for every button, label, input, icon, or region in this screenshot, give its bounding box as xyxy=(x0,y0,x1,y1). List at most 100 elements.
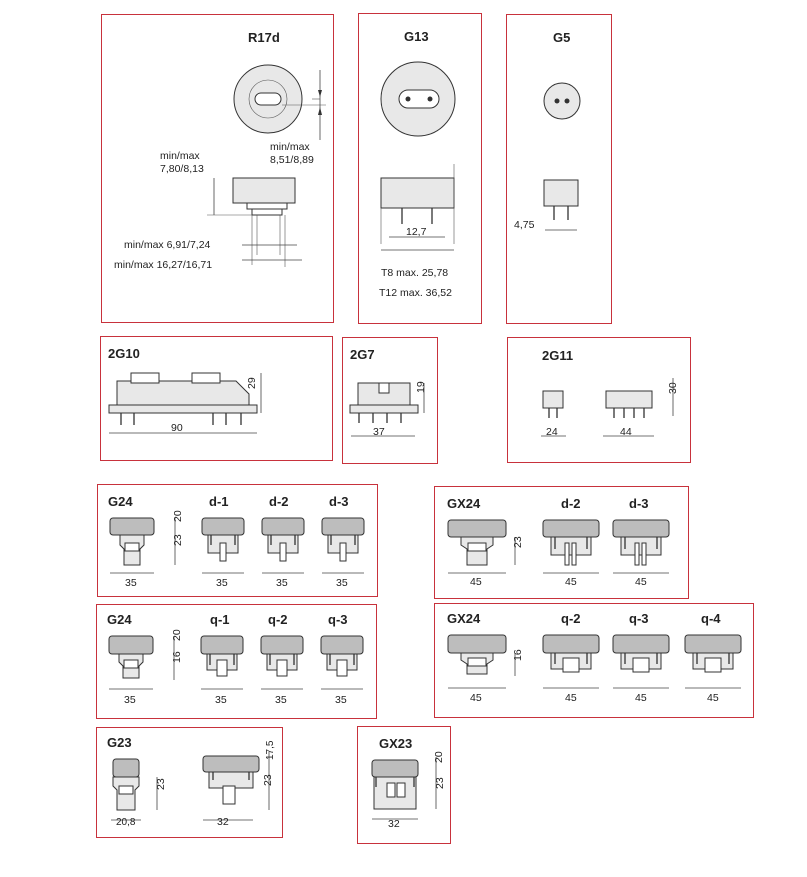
gx24-q2-drawing: 45 xyxy=(542,634,600,704)
2g10-drawing: 2G10 90 29 xyxy=(108,346,262,434)
r17d-drawing: R17d min/max 8,51/8,89 min/max 7,80/8,13… xyxy=(114,30,326,271)
gx24-d-variant-1: d-2 xyxy=(561,496,581,511)
g13-t12: T12 max. 36,52 xyxy=(379,287,452,299)
2g11-w2: 44 xyxy=(620,426,632,438)
gx24-q3-drawing: 45 xyxy=(612,634,670,704)
g24-d1-drawing: 35 xyxy=(201,517,245,589)
g24-q3-w: 35 xyxy=(335,694,347,706)
panel-g5: G5 4,75 xyxy=(506,14,612,324)
gx24-q4-drawing: 45 xyxy=(684,634,742,704)
gx24-q4-w: 45 xyxy=(707,692,719,704)
g24-d3-w: 35 xyxy=(336,577,348,589)
g24-q-h2: 16 xyxy=(171,651,183,663)
g24-q-w: 35 xyxy=(124,694,136,706)
gx24-d-variant-2: d-3 xyxy=(629,496,649,511)
gx23-title: GX23 xyxy=(379,736,412,751)
g24-d-variant-2: d-2 xyxy=(269,494,289,509)
g24-q1-drawing: 35 xyxy=(200,635,244,706)
gx23-h1: 20 xyxy=(433,751,445,763)
g5-drawing: G5 4,75 xyxy=(514,30,581,231)
2g7-h: 19 xyxy=(415,381,427,393)
r17d-minmax-2-label: min/max xyxy=(270,141,310,153)
r17d-dim-a: min/max 6,91/7,24 xyxy=(124,239,211,251)
gx24-q-h: 16 xyxy=(512,649,524,661)
gx24-d2-w: 45 xyxy=(565,576,577,588)
gx24-q-title: GX24 xyxy=(447,611,481,626)
g23-h1: 23 xyxy=(155,778,167,790)
r17d-minmax-1-label: min/max xyxy=(160,150,200,162)
2g11-title: 2G11 xyxy=(542,348,573,363)
2g10-h: 29 xyxy=(246,377,258,389)
gx24-d-drawing: GX24 d-2 d-3 23 45 45 45 xyxy=(447,496,670,588)
2g10-w: 90 xyxy=(171,422,183,434)
r17d-title: R17d xyxy=(248,30,280,45)
g23-w1: 20,8 xyxy=(116,817,136,828)
gx23-drawing: GX23 20 23 32 xyxy=(371,736,446,830)
2g11-w1: 24 xyxy=(546,426,558,438)
gx24-d2-drawing: 45 xyxy=(542,519,600,588)
g24-d2-w: 35 xyxy=(276,577,288,589)
panel-g24-d: G24 d-1 d-2 d-3 20 23 35 35 35 xyxy=(97,484,378,597)
g13-title: G13 xyxy=(404,29,429,44)
g24-q-variant-2: q-2 xyxy=(268,612,288,627)
panel-gx24-q: GX24 q-2 q-3 q-4 16 45 45 45 xyxy=(434,603,754,718)
g24-d2-drawing: 35 xyxy=(261,517,305,589)
g24-d-w: 35 xyxy=(125,577,137,589)
gx24-d3-drawing: 45 xyxy=(612,519,670,588)
r17d-side-view xyxy=(232,177,296,204)
g23-drawing: G23 23 20,8 17,5 23 32 xyxy=(107,735,276,828)
gx24-q-drawing: GX24 q-2 q-3 q-4 16 45 45 45 xyxy=(447,611,742,704)
g24-q3-drawing: 35 xyxy=(320,635,364,706)
panel-gx24-d: GX24 d-2 d-3 23 45 45 45 xyxy=(434,486,689,599)
g13-dim: 12,7 xyxy=(406,226,427,238)
g24-q2-w: 35 xyxy=(275,694,287,706)
g23-w2: 32 xyxy=(217,816,229,828)
panel-2g7: 2G7 37 19 xyxy=(342,337,438,464)
gx24-q3-w: 45 xyxy=(635,692,647,704)
gx24-d-title: GX24 xyxy=(447,496,481,511)
panel-gx23: GX23 20 23 32 xyxy=(357,726,451,844)
gx24-d3-w: 45 xyxy=(635,576,647,588)
g23-h3: 23 xyxy=(262,774,274,786)
gx24-d-w: 45 xyxy=(470,576,482,588)
gx24-d-h: 23 xyxy=(512,536,524,548)
g23-title: G23 xyxy=(107,735,132,750)
g24-d-title: G24 xyxy=(108,494,133,509)
panel-g23: G23 23 20,8 17,5 23 32 xyxy=(96,727,283,838)
gx24-q-w: 45 xyxy=(470,692,482,704)
2g7-w: 37 xyxy=(373,426,385,438)
g24-q-variant-1: q-1 xyxy=(210,612,230,627)
g24-d1-w: 35 xyxy=(216,577,228,589)
g5-title: G5 xyxy=(553,30,570,45)
g24-q-drawing: G24 q-1 q-2 q-3 20 16 35 35 35 xyxy=(107,612,364,706)
gx23-w: 32 xyxy=(388,818,400,830)
2g7-drawing: 2G7 37 19 xyxy=(349,347,427,438)
panel-2g11: 2G11 24 44 30 xyxy=(507,337,691,463)
gx24-q-variant-3: q-4 xyxy=(701,611,721,626)
g13-drawing: G13 12,7 T8 max. 25,78 T12 max. 36,52 xyxy=(379,29,456,299)
r17d-dim-b: min/max 16,27/16,71 xyxy=(114,259,212,271)
g23-h2: 17,5 xyxy=(265,740,276,760)
2g7-title: 2G7 xyxy=(350,347,375,362)
panel-r17d: R17d min/max 8,51/8,89 min/max 7,80/8,13… xyxy=(101,14,334,323)
g24-d-variant-1: d-1 xyxy=(209,494,229,509)
panel-2g10: 2G10 90 29 xyxy=(100,336,333,461)
2g11-h: 30 xyxy=(667,382,679,394)
g24-q-variant-3: q-3 xyxy=(328,612,348,627)
gx24-q-variant-1: q-2 xyxy=(561,611,581,626)
r17d-minmax-1-value: 7,80/8,13 xyxy=(160,163,204,175)
g24-q-title: G24 xyxy=(107,612,132,627)
r17d-minmax-2-value: 8,51/8,89 xyxy=(270,154,314,166)
g5-dim: 4,75 xyxy=(514,219,535,231)
g24-d3-drawing: 35 xyxy=(321,517,365,589)
2g11-drawing: 2G11 24 44 30 xyxy=(541,348,679,438)
panel-g24-q: G24 q-1 q-2 q-3 20 16 35 35 35 xyxy=(96,604,377,719)
g13-t8: T8 max. 25,78 xyxy=(381,267,448,279)
g24-d-h2: 23 xyxy=(172,534,184,546)
gx24-q2-w: 45 xyxy=(565,692,577,704)
2g10-title: 2G10 xyxy=(108,346,140,361)
g24-q1-w: 35 xyxy=(215,694,227,706)
panel-g13: G13 12,7 T8 max. 25,78 T12 max. 36,52 xyxy=(358,13,482,324)
g24-d-variant-3: d-3 xyxy=(329,494,349,509)
g24-q2-drawing: 35 xyxy=(260,635,304,706)
